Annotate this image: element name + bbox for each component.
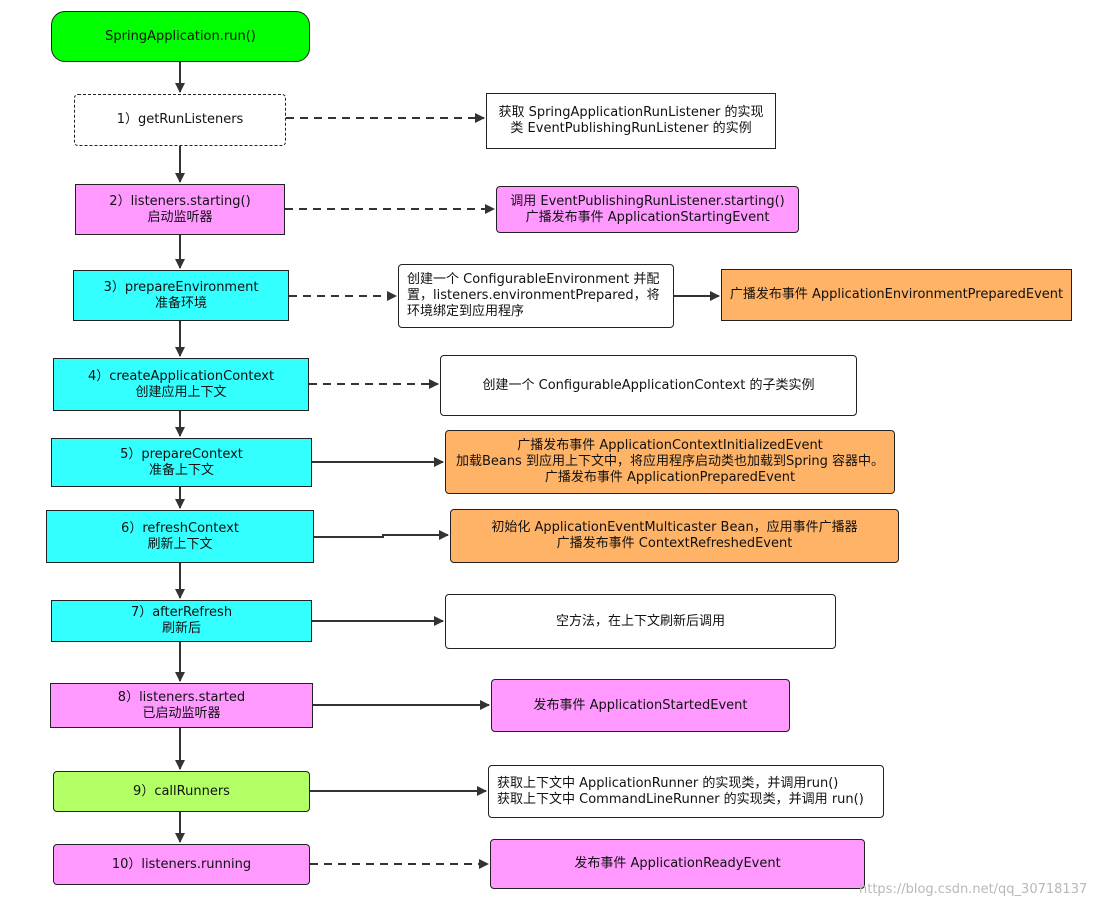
step-1-get-run-listeners: 1）getRunListeners: [74, 94, 286, 146]
note-5-line-2: 加载Beans 到应用上下文中，将应用程序启动类也加载到Spring 容器中。: [455, 454, 885, 469]
note-5-line-1: 广播发布事件 ApplicationContextInitializedEven…: [517, 438, 823, 453]
step-2-label: 2）listeners.starting(): [109, 193, 251, 209]
note-1: 获取 SpringApplicationRunListener 的实现 类 Ev…: [486, 93, 776, 149]
step-4-label: 4）createApplicationContext: [87, 368, 275, 384]
start-node: SpringApplication.run(): [51, 11, 310, 62]
note-4-line-1: 创建一个 ConfigurableApplicationContext 的子类实…: [482, 377, 815, 393]
note-5-line-3: 广播发布事件 ApplicationPreparedEvent: [544, 470, 796, 485]
step-7-sublabel: 刷新后: [161, 621, 201, 636]
step-5-label: 5）prepareContext: [120, 446, 243, 462]
note-7-line-1: 空方法，在上下文刷新后调用: [555, 613, 725, 629]
step-7-after-refresh: 7）afterRefresh 刷新后: [51, 600, 312, 642]
step-4-create-application-context: 4）createApplicationContext 创建应用上下文: [53, 358, 309, 411]
step-6-label: 6）refreshContext: [121, 520, 239, 536]
start-label: SpringApplication.run(): [105, 28, 256, 44]
note-3b: 广播发布事件 ApplicationEnvironmentPreparedEve…: [721, 269, 1072, 321]
note-3-line-2: 置，listeners.environmentPrepared，将: [407, 288, 660, 303]
note-2: 调用 EventPublishingRunListener.starting()…: [496, 186, 799, 233]
step-10-listeners-running: 10）listeners.running: [53, 844, 310, 885]
step-8-listeners-started: 8）listeners.started 已启动监听器: [50, 683, 313, 728]
note-1-line-2: 类 EventPublishingRunListener 的实例: [510, 121, 752, 136]
note-9: 获取上下文中 ApplicationRunner 的实现类，并调用run() 获…: [488, 765, 884, 818]
step-10-label: 10）listeners.running: [111, 856, 252, 872]
step-6-refresh-context: 6）refreshContext 刷新上下文: [46, 510, 314, 563]
note-3-line-3: 环境绑定到应用程序: [407, 304, 525, 319]
step-9-call-runners: 9）callRunners: [53, 771, 310, 812]
note-2-line-1: 调用 EventPublishingRunListener.starting(): [510, 193, 785, 209]
note-9-line-2: 获取上下文中 CommandLineRunner 的实现类，并调用 run(): [497, 791, 864, 807]
watermark-text: https://blog.csdn.net/qq_30718137: [859, 882, 1088, 897]
step-2-listeners-starting: 2）listeners.starting() 启动监听器: [75, 184, 285, 235]
step-3-label: 3）prepareEnvironment: [103, 279, 259, 295]
note-9-line-1: 获取上下文中 ApplicationRunner 的实现类，并调用run(): [497, 775, 839, 791]
note-3-line-1: 创建一个 ConfigurableEnvironment 并配: [407, 272, 660, 287]
step-9-label: 9）callRunners: [133, 783, 230, 799]
note-6: 初始化 ApplicationEventMulticaster Bean，应用事…: [450, 509, 899, 563]
step-8-sublabel: 已启动监听器: [142, 705, 221, 721]
step-2-sublabel: 启动监听器: [147, 209, 213, 225]
note-arrow-6: [314, 530, 449, 540]
note-8: 发布事件 ApplicationStartedEvent: [491, 679, 790, 732]
note-1-line-1: 获取 SpringApplicationRunListener 的实现: [498, 105, 764, 120]
step-8-label: 8）listeners.started: [117, 689, 246, 705]
note-3b-line-1: 广播发布事件 ApplicationEnvironmentPreparedEve…: [729, 287, 1064, 302]
note-5: 广播发布事件 ApplicationContextInitializedEven…: [445, 430, 895, 494]
note-10-line-1: 发布事件 ApplicationReadyEvent: [574, 856, 781, 871]
note-2-line-2: 广播发布事件 ApplicationStartingEvent: [525, 209, 770, 225]
note-8-line-1: 发布事件 ApplicationStartedEvent: [533, 697, 748, 713]
step-3-prepare-environment: 3）prepareEnvironment 准备环境: [73, 270, 289, 321]
note-7: 空方法，在上下文刷新后调用: [445, 594, 836, 649]
note-10: 发布事件 ApplicationReadyEvent: [490, 839, 865, 889]
step-4-sublabel: 创建应用上下文: [135, 384, 227, 400]
step-6-sublabel: 刷新上下文: [147, 536, 213, 552]
note-4: 创建一个 ConfigurableApplicationContext 的子类实…: [440, 355, 857, 416]
step-3-sublabel: 准备环境: [154, 295, 207, 311]
step-5-sublabel: 准备上下文: [148, 462, 214, 478]
note-3: 创建一个 ConfigurableEnvironment 并配 置，listen…: [398, 264, 674, 328]
step-7-label: 7）afterRefresh: [130, 605, 233, 620]
note-6-line-1: 初始化 ApplicationEventMulticaster Bean，应用事…: [491, 520, 858, 535]
step-5-prepare-context: 5）prepareContext 准备上下文: [51, 438, 312, 487]
step-1-label: 1）getRunListeners: [116, 112, 244, 127]
note-6-line-2: 广播发布事件 ContextRefreshedEvent: [556, 536, 793, 551]
